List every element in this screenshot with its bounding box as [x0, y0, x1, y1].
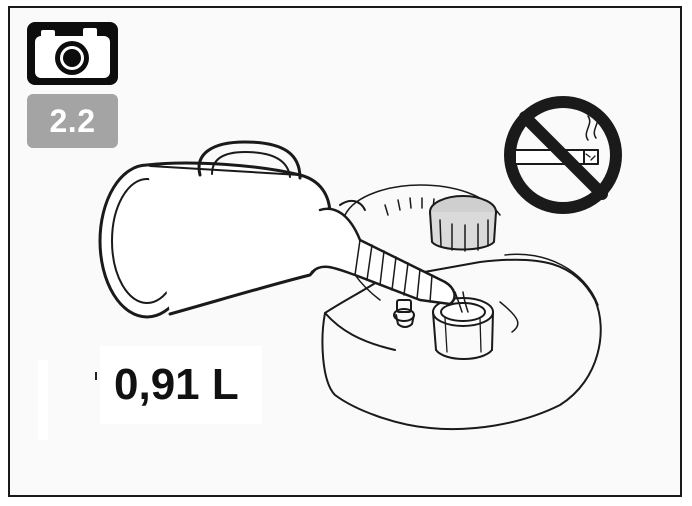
section-number-badge: 2.2 [27, 94, 118, 148]
left-margin-strip [38, 360, 48, 440]
bolt [393, 299, 415, 328]
no-smoking-icon [504, 96, 622, 214]
oil-jug [98, 140, 456, 319]
oil-filler-neck [432, 297, 494, 360]
filler-cap [429, 195, 497, 252]
camera-badge [27, 22, 118, 85]
oil-stream [454, 291, 469, 313]
engine-housing [321, 184, 602, 431]
section-number: 2.2 [49, 102, 96, 139]
camera-icon [35, 28, 110, 78]
oil-quantity-label: 0,91 L [114, 360, 239, 409]
tick-mark [95, 372, 97, 380]
oil-quantity-box: 0,91 L [100, 346, 262, 424]
